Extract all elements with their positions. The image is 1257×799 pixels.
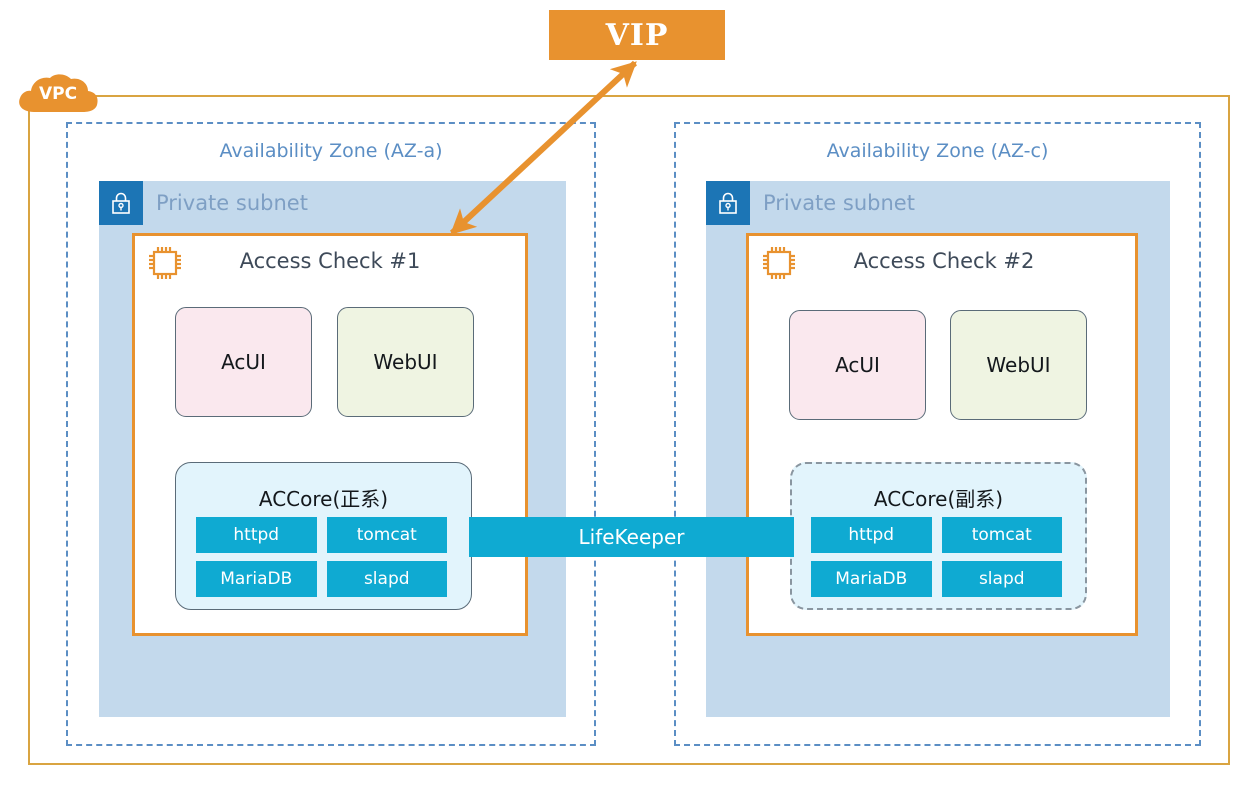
- accore-standby-services: httpd tomcat MariaDB slapd: [811, 517, 1062, 597]
- cloud-icon: [19, 74, 98, 112]
- service-tile: tomcat: [941, 517, 1062, 553]
- cpu-icon: [759, 243, 799, 283]
- vip-box: VIP: [549, 10, 725, 60]
- vpc-cloud-badge: VPC: [14, 72, 102, 118]
- private-subnet-a-header: Private subnet: [99, 181, 308, 225]
- private-subnet-a-label: Private subnet: [156, 191, 308, 215]
- private-subnet-c-header: Private subnet: [706, 181, 915, 225]
- accore-primary-services: httpd tomcat MariaDB slapd: [196, 517, 447, 597]
- az-a-title: Availability Zone (AZ-a): [219, 140, 443, 162]
- service-tile: httpd: [196, 517, 317, 553]
- acui-tile-2: AcUI: [789, 310, 926, 420]
- lock-icon: [99, 181, 143, 225]
- lifekeeper-connector: LifeKeeper: [469, 517, 794, 557]
- webui-tile-1: WebUI: [337, 307, 474, 417]
- private-subnet-c-label: Private subnet: [763, 191, 915, 215]
- az-c-title: Availability Zone (AZ-c): [826, 140, 1049, 162]
- availability-zone-c: [674, 122, 1201, 746]
- access-check-2-title: Access Check #2: [853, 249, 1035, 273]
- accore-standby-title: ACCore(副系): [873, 487, 1004, 511]
- service-tile: slapd: [326, 561, 447, 597]
- service-tile: MariaDB: [196, 561, 317, 597]
- access-check-1-title: Access Check #1: [239, 249, 421, 273]
- service-tile: httpd: [811, 517, 932, 553]
- vpc-label: VPC: [38, 84, 78, 104]
- acui-tile-1: AcUI: [175, 307, 312, 417]
- availability-zone-a: [66, 122, 596, 746]
- service-tile: tomcat: [326, 517, 447, 553]
- vip-label: VIP: [605, 17, 669, 53]
- lock-icon: [706, 181, 750, 225]
- service-tile: MariaDB: [811, 561, 932, 597]
- service-tile: slapd: [941, 561, 1062, 597]
- accore-primary-title: ACCore(正系): [258, 487, 389, 511]
- webui-tile-2: WebUI: [950, 310, 1087, 420]
- cpu-icon: [145, 243, 185, 283]
